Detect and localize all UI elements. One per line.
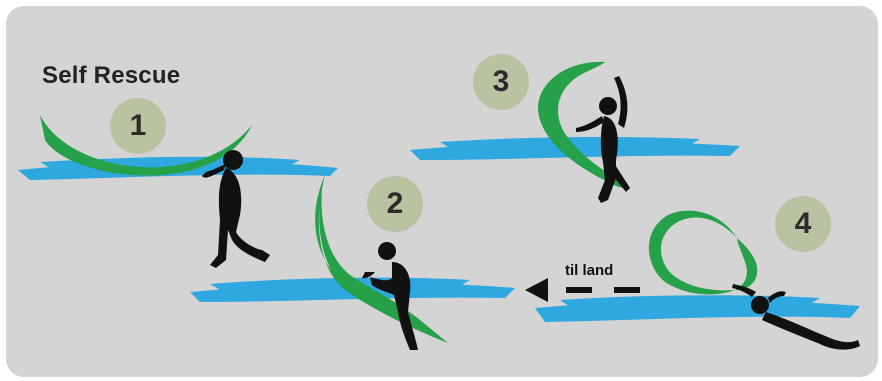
water-strokes — [18, 137, 860, 322]
diagram-title: Self Rescue — [42, 62, 180, 90]
step-badge-3: 3 — [473, 54, 529, 110]
kite-step-4 — [649, 211, 737, 295]
arrow-label: til land — [565, 262, 613, 279]
step-badge-2: 2 — [367, 176, 423, 232]
kite-step-4-tail — [735, 238, 757, 290]
step-badge-1: 1 — [110, 98, 166, 154]
step-badge-4: 4 — [775, 196, 831, 252]
arrowhead-icon — [525, 278, 548, 302]
